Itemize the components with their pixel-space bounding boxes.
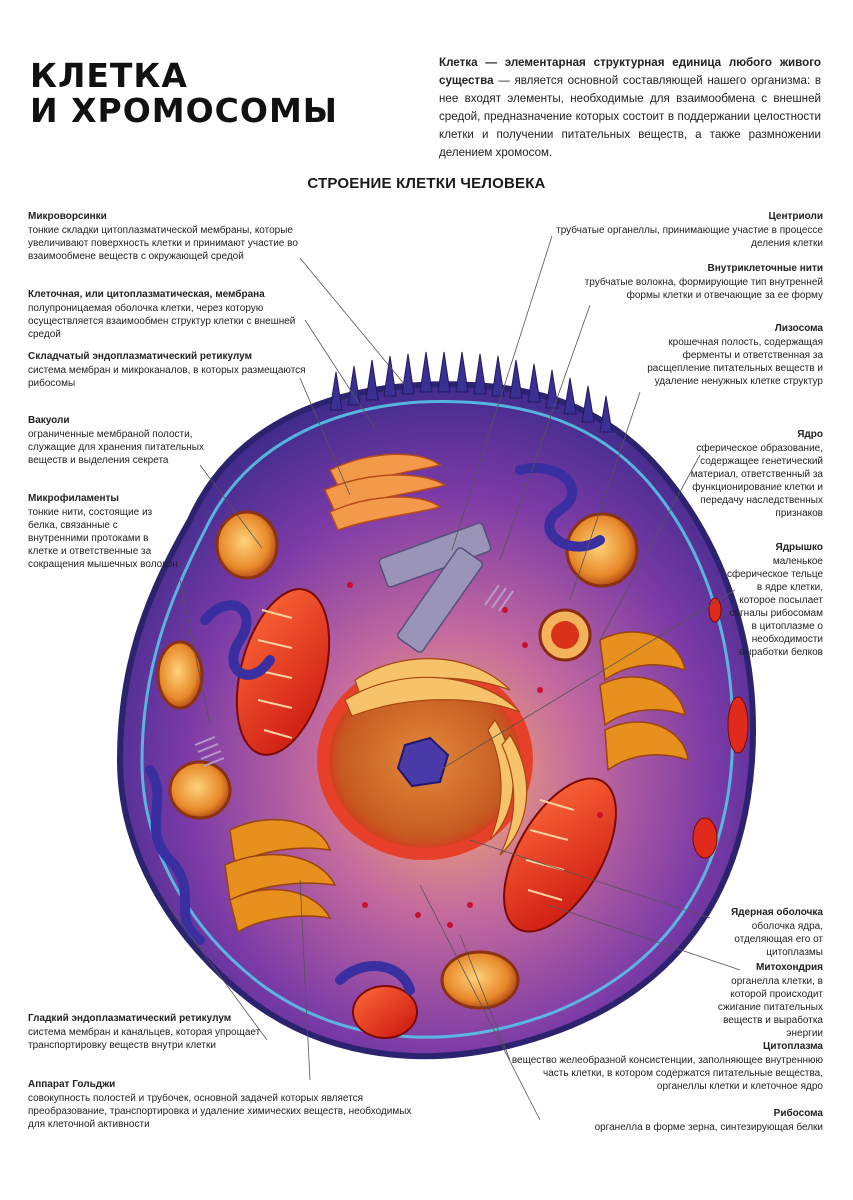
label-heading: Митохондрия <box>755 962 823 973</box>
intro-paragraph: Клетка — элементарная структурная единиц… <box>439 54 821 162</box>
label-heading: Аппарат Гольджи <box>28 1079 116 1090</box>
label-desc: тонкие складки цитоплазматической мембра… <box>28 225 298 262</box>
label-desc: система мембран и микроканалов, в которы… <box>28 365 306 389</box>
label-microvilli: Микроворсинки тонкие складки цитоплазмат… <box>28 210 308 263</box>
microfilaments <box>194 584 514 767</box>
label-desc: трубчатые волокна, формирующие тип внутр… <box>584 277 823 301</box>
label-heading: Цитоплазма <box>763 1041 823 1052</box>
label-rough-er: Складчатый эндоплазматический ретикулум … <box>28 350 318 390</box>
membrane-vesicles <box>692 597 749 859</box>
leader-lines <box>167 235 741 1121</box>
label-desc: тонкие нити, состоящие из белка, связанн… <box>28 507 178 570</box>
label-heading: Складчатый эндоплазматический ретикулум <box>28 351 252 362</box>
label-heading: Рибосома <box>773 1108 823 1119</box>
label-heading: Лизосома <box>774 323 823 334</box>
lysosome <box>538 608 592 662</box>
label-microfilaments: Микрофиламенты тонкие нити, состоящие из… <box>28 492 178 571</box>
label-heading: Микрофиламенты <box>28 493 119 504</box>
label-cytoplasm: Цитоплазма вещество желеобразной консист… <box>510 1040 823 1093</box>
label-heading: Внутриклеточные нити <box>707 263 823 274</box>
label-heading: Ядерная оболочка <box>730 907 823 918</box>
title-line-2: И ХРОМОСОМЫ <box>30 91 338 130</box>
label-desc: крошечная полость, содержащая ферменты и… <box>647 337 823 387</box>
label-heading: Гладкий эндоплазматический ретикулум <box>28 1013 232 1024</box>
label-nucleolus: Ядрышко маленькое сферическое тельце в я… <box>723 541 823 659</box>
ribosomes <box>347 582 603 928</box>
label-desc: оболочка ядра, отделяющая его от цитопла… <box>734 921 823 958</box>
mitochondria <box>235 588 617 1039</box>
label-heading: Ядрышко <box>775 542 824 553</box>
label-desc: сферическое образование, содержащее гене… <box>690 443 823 519</box>
label-heading: Ядро <box>797 429 823 440</box>
page-title: КЛЕТКА И ХРОМОСОМЫ <box>30 58 350 128</box>
rough-er <box>324 453 447 531</box>
nucleolus <box>396 736 450 788</box>
label-vacuoles: Вакуоли ограниченные мембраной полости, … <box>28 414 213 467</box>
label-desc: маленькое сферическое тельце в ядре клет… <box>726 556 823 658</box>
label-cell-membrane: Клеточная, или цитоплазматическая, мембр… <box>28 288 328 341</box>
nucleus <box>317 658 533 860</box>
label-mitochondria: Митохондрия органелла клетки, в которой … <box>695 961 823 1040</box>
label-centrioles: Центриоли трубчатые органеллы, принимающ… <box>545 210 823 250</box>
label-nucleus: Ядро сферическое образование, содержащее… <box>675 428 823 520</box>
label-intracellular-filaments: Внутриклеточные нити трубчатые волокна, … <box>578 262 823 302</box>
label-heading: Клеточная, или цитоплазматическая, мембр… <box>28 289 265 300</box>
label-desc: вещество желеобразной консистенции, запо… <box>511 1055 823 1092</box>
label-heading: Микроворсинки <box>28 211 107 222</box>
label-heading: Вакуоли <box>28 415 70 426</box>
golgi-apparatus <box>224 631 689 934</box>
label-golgi: Аппарат Гольджи совокупность полостей и … <box>28 1078 428 1131</box>
intro-lead: Клетка — элементарная структурная единиц… <box>439 56 821 87</box>
label-ribosome: Рибосома органелла в форме зерна, синтез… <box>540 1107 823 1134</box>
label-desc: полупроницаемая оболочка клетки, через к… <box>28 303 296 340</box>
label-desc: трубчатые органеллы, принимающие участие… <box>556 225 823 249</box>
label-smooth-er: Гладкий эндоплазматический ретикулум сис… <box>28 1012 273 1052</box>
label-heading: Центриоли <box>768 211 823 222</box>
label-desc: органелла клетки, в которой происходит с… <box>717 976 823 1039</box>
intro-body: — является основной составляющей нашего … <box>439 74 821 159</box>
centrioles <box>378 522 492 653</box>
label-desc: органелла в форме зерна, синтезирующая б… <box>594 1122 823 1133</box>
label-desc: совокупность полостей и трубочек, основн… <box>28 1093 412 1130</box>
smooth-er <box>145 463 605 995</box>
label-desc: ограниченные мембраной полости, служащие… <box>28 429 204 466</box>
title-line-1: КЛЕТКА <box>30 56 188 95</box>
label-desc: система мембран и канальцев, которая упр… <box>28 1027 261 1051</box>
label-nuclear-envelope: Ядерная оболочка оболочка ядра, отделяющ… <box>695 906 823 959</box>
diagram-subtitle: СТРОЕНИЕ КЛЕТКИ ЧЕЛОВЕКА <box>307 175 546 192</box>
label-lysosome: Лизосома крошечная полость, содержащая ф… <box>618 322 823 388</box>
